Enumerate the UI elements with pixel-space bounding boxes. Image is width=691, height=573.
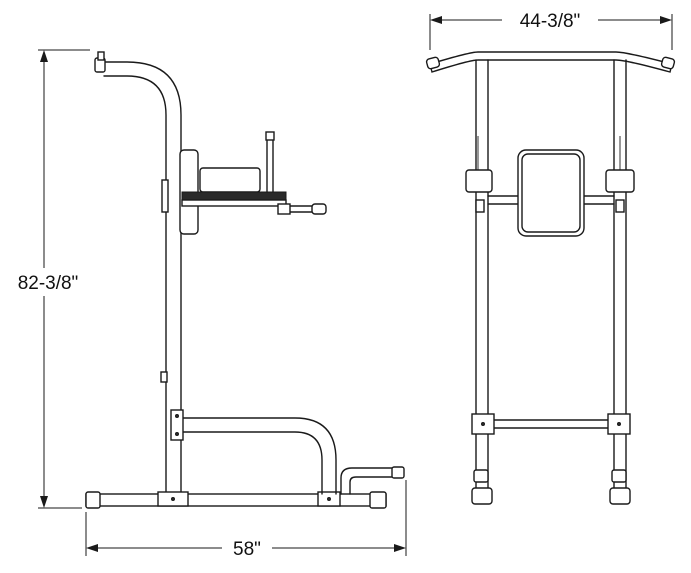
front-feet bbox=[473, 469, 627, 483]
depth-dimension: 58" bbox=[85, 480, 407, 560]
side-upright bbox=[94, 51, 182, 506]
front-left-upright bbox=[471, 59, 493, 505]
depth-label: 58" bbox=[233, 539, 261, 560]
side-view bbox=[85, 51, 405, 509]
side-lower-frame bbox=[170, 409, 337, 495]
front-right-upright bbox=[609, 59, 631, 505]
front-top-bar bbox=[425, 51, 676, 73]
front-view bbox=[425, 51, 676, 505]
height-label: 82-3/8" bbox=[18, 273, 79, 294]
side-pushup-handle bbox=[340, 466, 405, 495]
side-arm-assembly bbox=[181, 131, 327, 215]
front-back-pad-inner bbox=[521, 153, 581, 233]
side-bolt bbox=[160, 371, 168, 383]
width-label: 44-3/8" bbox=[520, 11, 581, 32]
side-base bbox=[85, 491, 387, 509]
front-lower-crossbar bbox=[471, 413, 631, 435]
width-dimension: 44-3/8" bbox=[429, 11, 673, 50]
height-dimension: 82-3/8" bbox=[18, 49, 90, 509]
front-dip-handles bbox=[465, 136, 635, 213]
